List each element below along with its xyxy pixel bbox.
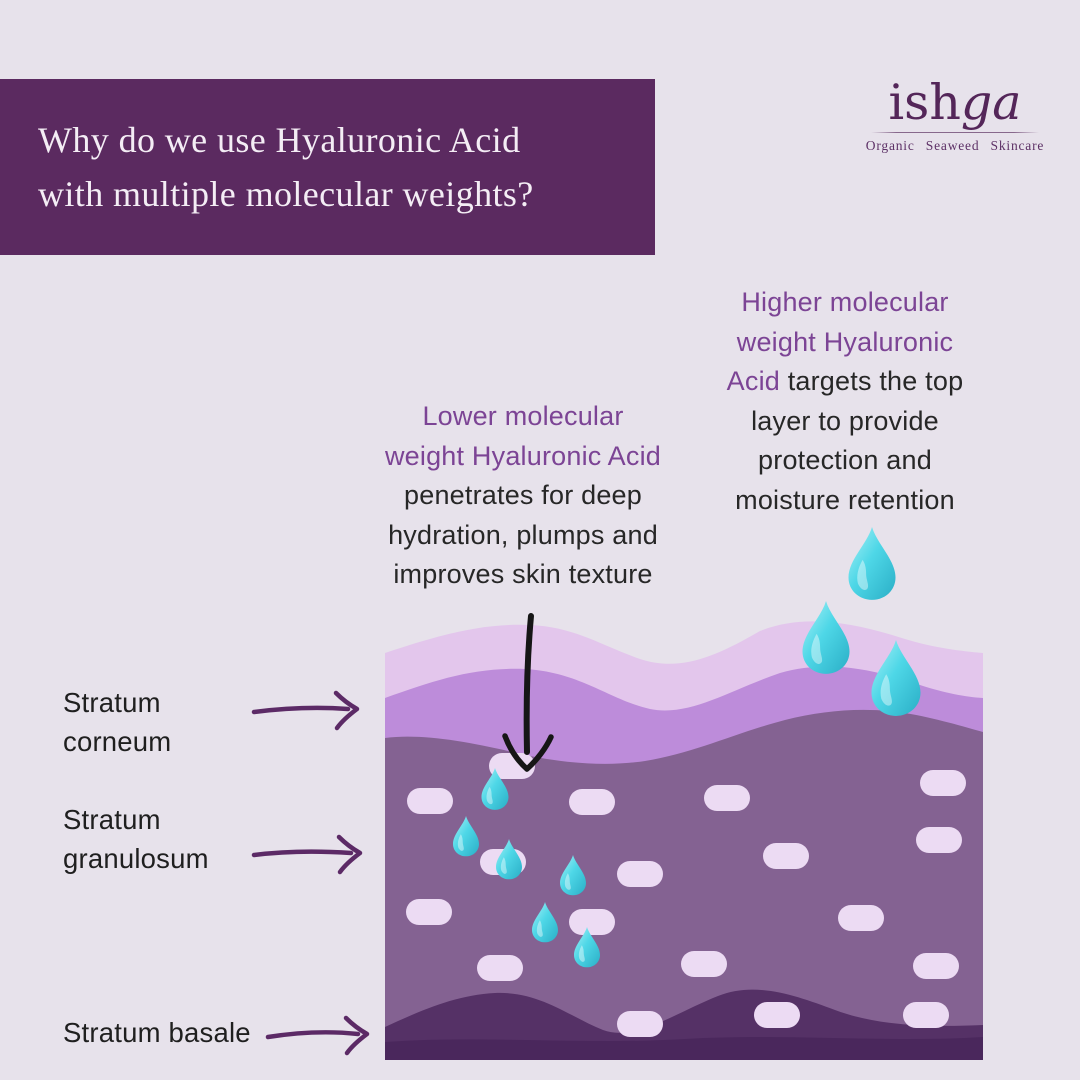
brand-name-italic: ga <box>960 74 1022 131</box>
label-stratum-corneum: Stratum corneum <box>63 687 172 757</box>
layer-basale-strip <box>385 1037 983 1060</box>
skin-cell-pill <box>754 1002 800 1028</box>
skin-cell-pill <box>704 785 750 811</box>
brand-tagline: Organic Seaweed Skincare <box>865 138 1045 153</box>
skin-cell-pill <box>838 905 884 931</box>
logo-divider <box>871 132 1039 133</box>
brand-name-regular: ish <box>888 74 961 131</box>
skin-cells <box>406 753 966 1037</box>
header-banner: Why do we use Hyaluronic Acid with multi… <box>0 79 655 255</box>
droplet-icon <box>848 527 896 600</box>
stratum-granulosum-arrow <box>251 834 363 875</box>
annotation-lower-mw: Lower molecular weight Hyaluronic Acid p… <box>384 401 662 589</box>
skin-cell-pill <box>913 953 959 979</box>
skin-cell-pill <box>407 788 453 814</box>
skin-cell-pill <box>681 951 727 977</box>
skin-cell-pill <box>406 899 452 925</box>
stratum-basale-arrow <box>265 1015 370 1056</box>
page-title-line1: Why do we use Hyaluronic Acid <box>38 120 521 160</box>
skin-cell-pill <box>920 770 966 796</box>
stratum-corneum-arrow <box>251 690 360 731</box>
skin-cell-pill <box>903 1002 949 1028</box>
label-stratum-basale: Stratum basale <box>63 1017 251 1048</box>
skin-cell-pill <box>489 753 535 779</box>
label-stratum-granulosum: Stratum granulosum <box>63 804 209 874</box>
skin-cell-pill <box>916 827 962 853</box>
skin-cell-pill <box>569 789 615 815</box>
skin-diagram <box>385 621 983 1060</box>
skin-cell-pill <box>617 1011 663 1037</box>
brand-logo: ishga Organic Seaweed Skincare <box>860 78 1050 154</box>
layer-body <box>385 709 983 1060</box>
brand-name: ishga <box>860 78 1050 128</box>
skin-cell-pill <box>763 843 809 869</box>
skin-cell-pill <box>617 861 663 887</box>
skin-cell-pill <box>477 955 523 981</box>
skin-cell-pill <box>480 849 526 875</box>
skin-cell-pill <box>569 909 615 935</box>
page-title-line2: with multiple molecular weights? <box>38 174 534 214</box>
annotation-higher-mw: Higher molecular weight Hyaluronic Acid … <box>726 287 964 515</box>
